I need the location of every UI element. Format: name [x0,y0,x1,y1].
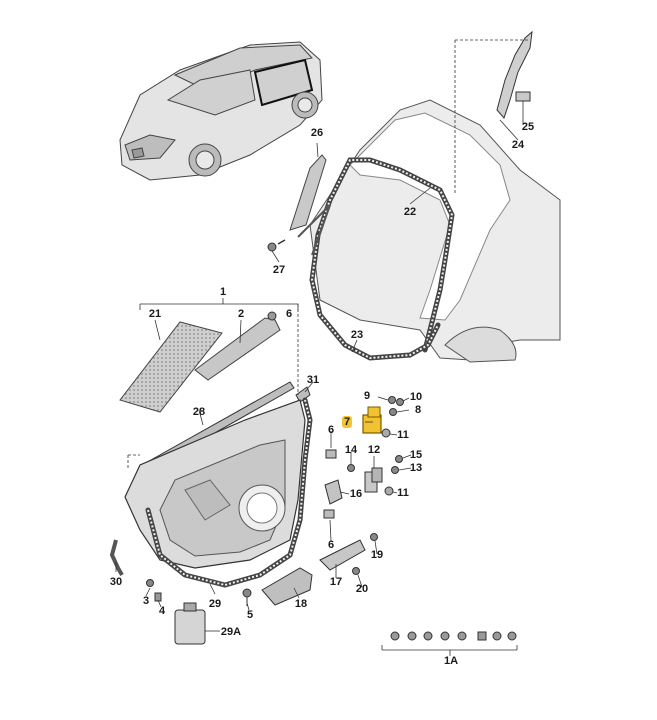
callout-19[interactable]: 19 [370,549,384,561]
clip-4 [154,592,162,602]
callout-3[interactable]: 3 [142,595,150,607]
pillar-trim-26 [289,154,327,231]
callout-10[interactable]: 10 [409,391,423,403]
callout-12[interactable]: 12 [367,444,381,456]
callout-29a[interactable]: 29A [220,626,242,638]
callout-21[interactable]: 21 [148,308,162,320]
callout-1a[interactable]: 1A [443,655,459,667]
cover-6a [325,449,337,459]
bracket-16 [324,479,343,505]
bolt-13 [391,466,399,474]
callout-6-middle[interactable]: 6 [327,424,335,436]
callout-27[interactable]: 27 [272,264,286,276]
screw-5 [242,588,252,606]
callout-1[interactable]: 1 [219,286,227,298]
nut-11a [381,428,391,438]
callout-16[interactable]: 16 [349,488,363,500]
callout-22[interactable]: 22 [403,206,417,218]
callout-11-bottom[interactable]: 11 [397,487,409,499]
dashed-outline-top [454,39,530,195]
cover-6b [323,509,335,519]
screw-3 [146,579,154,587]
clip-25 [515,91,531,102]
bolt-15 [395,455,403,463]
leader-lines [115,101,524,656]
callout-5[interactable]: 5 [246,609,254,621]
callout-23[interactable]: 23 [350,329,364,341]
fastener-set-1a [390,631,517,641]
window-channel-24 [496,30,533,119]
callout-4[interactable]: 4 [158,605,166,617]
seal-piece-30 [109,539,124,576]
callout-29[interactable]: 29 [208,598,222,610]
bolt-19 [370,533,378,541]
insulation-pad-21 [119,321,223,413]
door-seal-22 [315,157,455,353]
hinge-part-7 [362,406,382,434]
bolt-8 [389,408,397,416]
callout-26[interactable]: 26 [310,127,324,139]
callout-11-top[interactable]: 11 [397,429,409,441]
bolt-20 [352,567,360,575]
group-bracket-1 [139,298,299,310]
screw-27 [267,239,286,252]
adhesive-bottle-29a [174,602,206,645]
callout-28[interactable]: 28 [192,406,206,418]
bolt-10 [396,398,404,406]
callout-13[interactable]: 13 [409,462,423,474]
callout-9[interactable]: 9 [363,390,371,402]
callout-7-highlighted[interactable]: 7 [341,416,353,428]
car-illustration [119,41,323,181]
check-housing-18 [261,567,313,606]
callout-14[interactable]: 14 [344,444,358,456]
dashed-outline-left [127,454,140,470]
callout-31[interactable]: 31 [306,374,320,386]
callout-25[interactable]: 25 [521,121,535,133]
door-check-17 [319,539,366,571]
callout-17[interactable]: 17 [329,576,343,588]
callout-6-top[interactable]: 6 [285,308,293,320]
callout-24[interactable]: 24 [511,139,525,151]
bolt-9 [388,396,396,404]
bolt-14 [347,464,355,472]
callout-8[interactable]: 8 [414,404,422,416]
window-rail-2 [194,317,281,381]
callout-20[interactable]: 20 [355,583,369,595]
nut-11b [384,486,394,496]
door-shell [124,399,306,569]
hinge-12 [364,467,383,493]
group-bracket-1a [381,645,518,651]
callout-18[interactable]: 18 [294,598,308,610]
callout-6-bottom[interactable]: 6 [327,539,335,551]
callout-30[interactable]: 30 [109,576,123,588]
callout-15[interactable]: 15 [409,449,423,461]
callout-2[interactable]: 2 [237,308,245,320]
